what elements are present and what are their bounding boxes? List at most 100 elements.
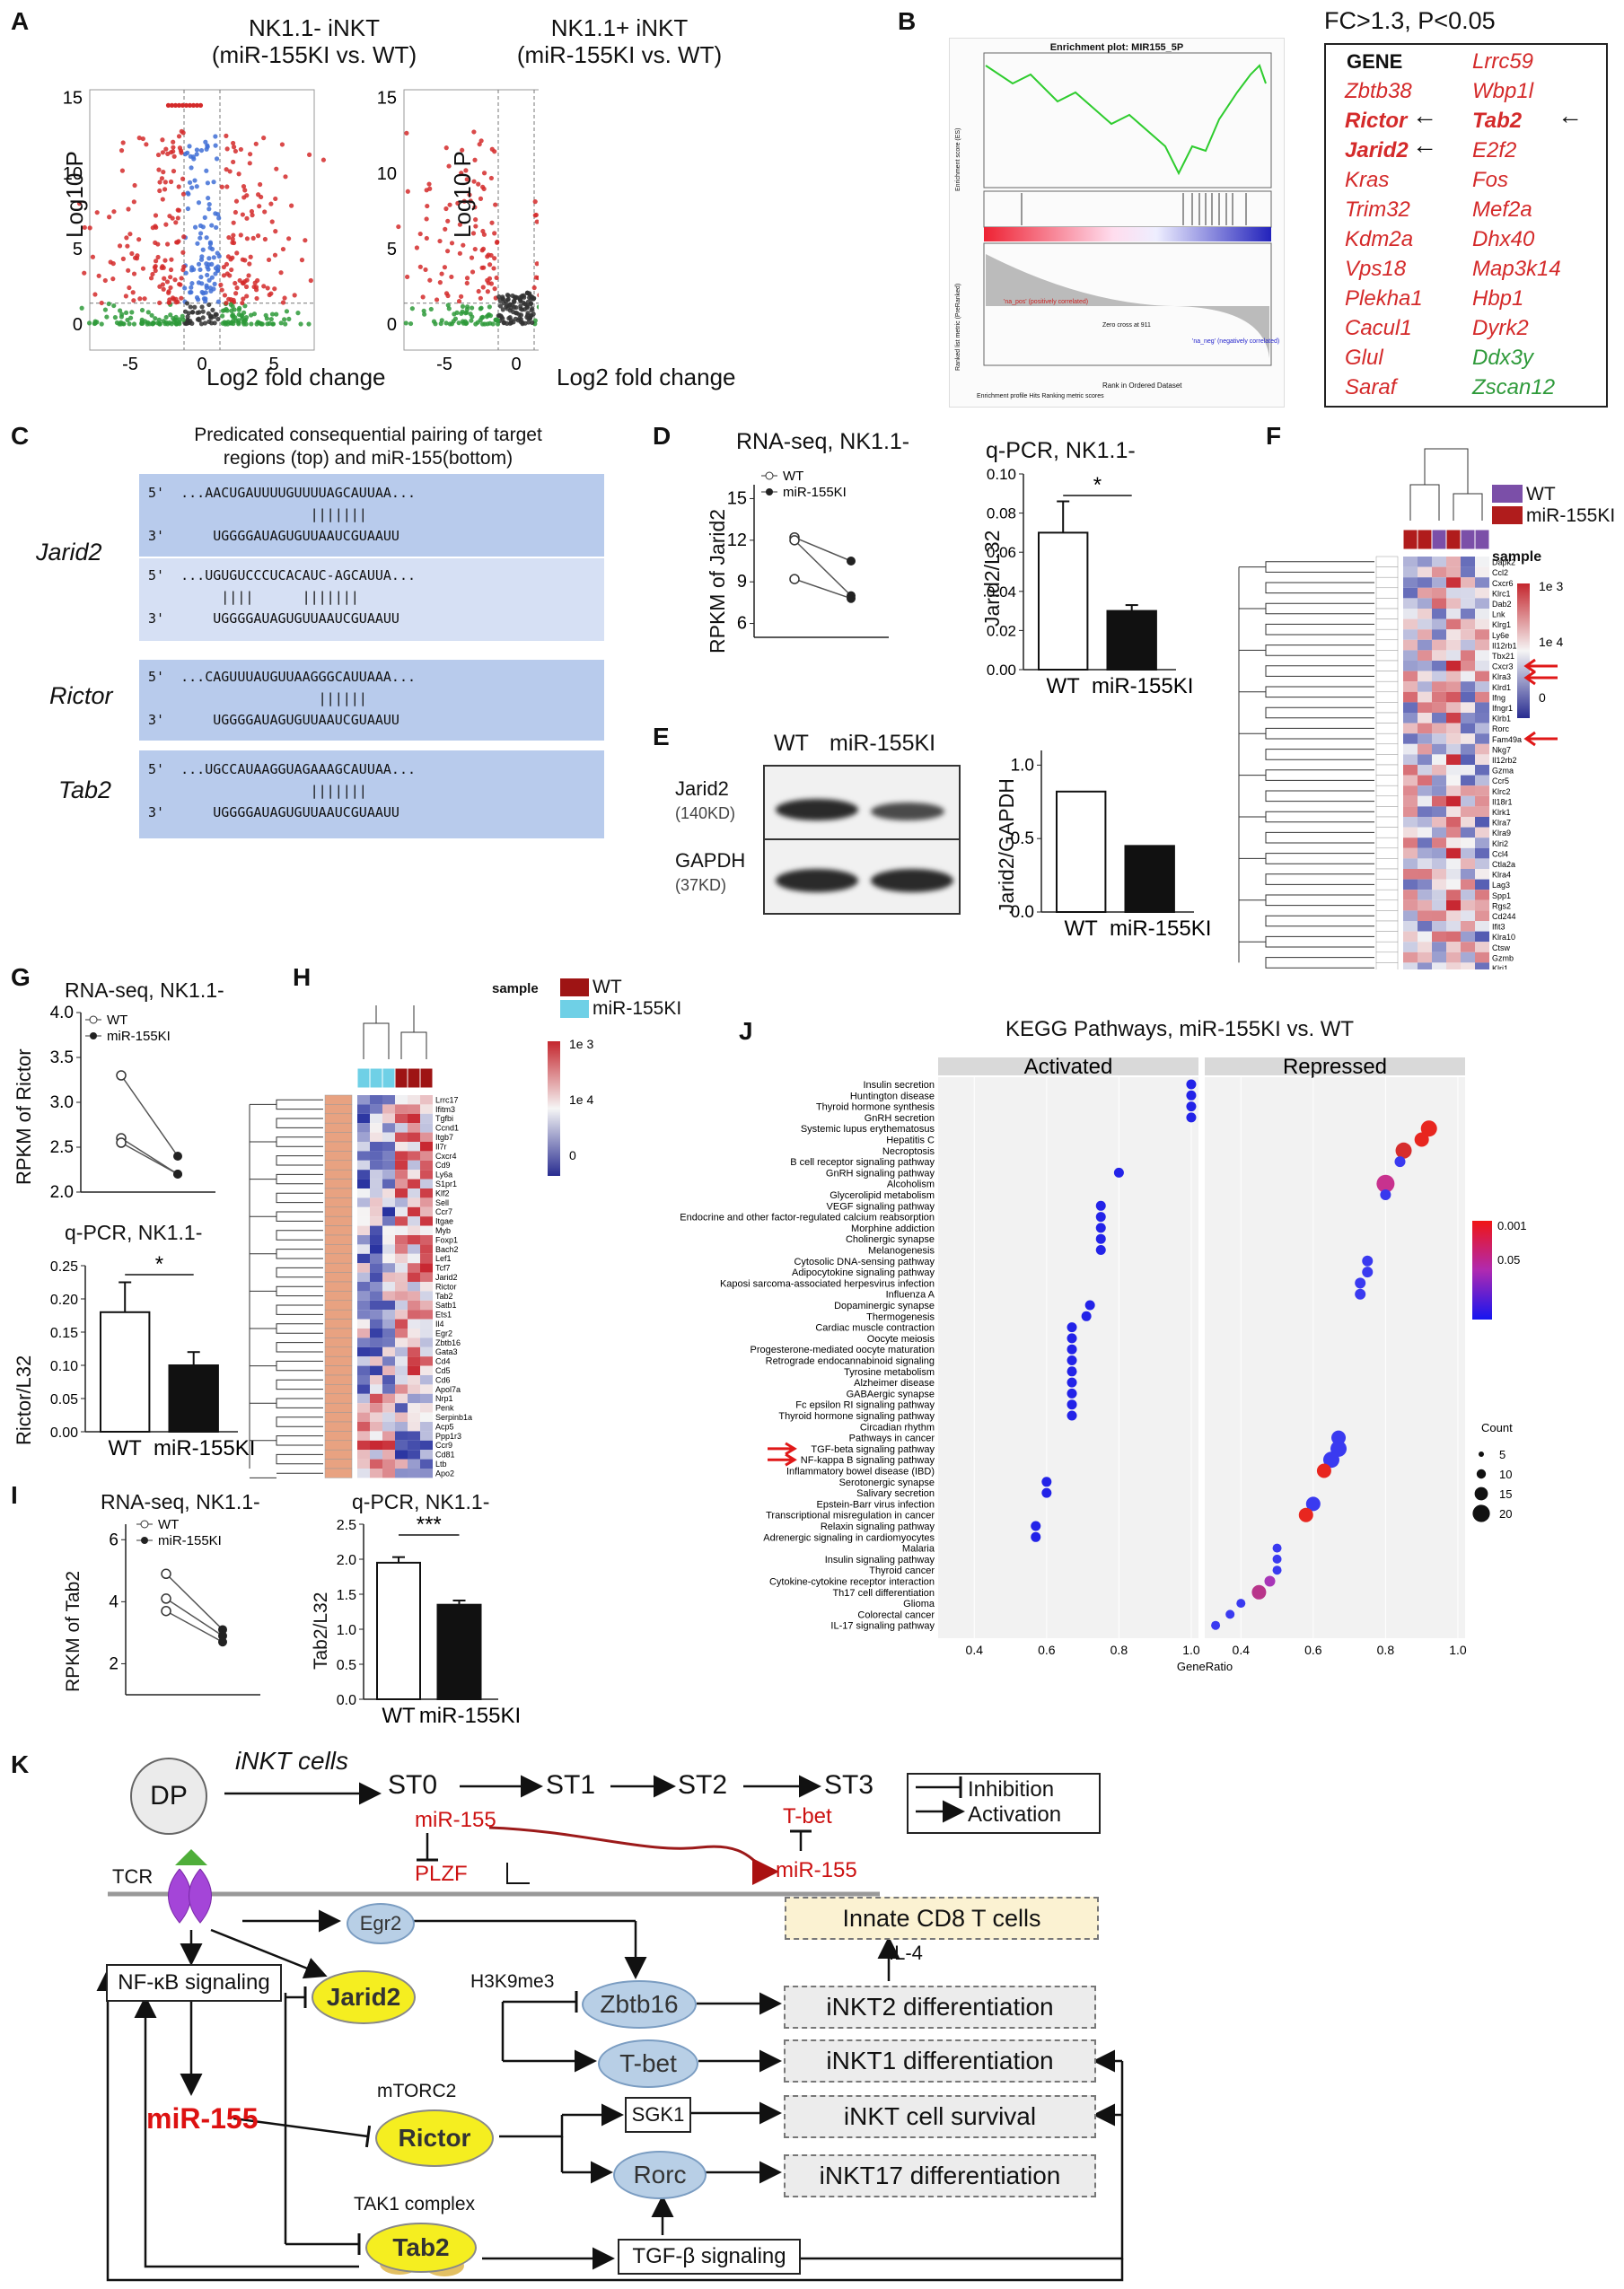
e-band2-kd: (37KD) bbox=[675, 876, 727, 894]
j-xtick: 0.4 bbox=[966, 1643, 984, 1657]
row-dendrogram bbox=[1265, 915, 1374, 927]
heat-gene-label: S1pr1 bbox=[435, 1180, 457, 1188]
volcano-point bbox=[163, 222, 169, 227]
color-scale-label: 1e 3 bbox=[1539, 579, 1563, 593]
volcano-point bbox=[197, 310, 202, 315]
f-legend-ki-swatch bbox=[1492, 506, 1523, 524]
k-survival: iNKT cell survival bbox=[784, 2095, 1096, 2138]
volcano-point bbox=[224, 133, 229, 138]
row-dendrogram bbox=[276, 1173, 323, 1185]
gene-left-saraf: Saraf bbox=[1345, 375, 1397, 399]
volcano-point bbox=[478, 138, 484, 144]
heat-gene-label: Klra9 bbox=[1492, 829, 1511, 838]
volcano-point bbox=[130, 290, 136, 295]
pairing-row-1-bottom: 3' UGGGGAUAGUGUUAAUCGUAAUU bbox=[148, 610, 399, 627]
volcano-point bbox=[231, 314, 236, 320]
gene-left-zbtb38: Zbtb38 bbox=[1345, 79, 1412, 103]
gene-right-dhx40: Dhx40 bbox=[1472, 227, 1535, 251]
row-annotation bbox=[324, 1206, 353, 1217]
heat-gene-label: Tcf7 bbox=[435, 1264, 451, 1273]
row-dendrogram bbox=[1265, 811, 1374, 823]
volcano-point bbox=[404, 130, 409, 136]
volcano-point bbox=[117, 243, 123, 249]
heat-gene-label: Klra4 bbox=[1492, 871, 1511, 880]
row-annotation bbox=[1375, 754, 1399, 766]
row-annotation bbox=[324, 1197, 353, 1208]
col-dendrogram bbox=[1409, 484, 1440, 521]
heat-cell bbox=[395, 1459, 408, 1469]
j-pathway-label: Melanogenesis bbox=[868, 1246, 935, 1257]
heat-cell bbox=[420, 1225, 433, 1235]
heat-cell bbox=[357, 1310, 370, 1320]
k-nfkb: NF-κB signaling bbox=[106, 1964, 282, 2002]
volcano-point bbox=[282, 295, 287, 301]
volcano-point bbox=[206, 196, 211, 201]
j-pathway-label: Colorectal cancer bbox=[857, 1609, 935, 1620]
heat-cell bbox=[357, 1095, 370, 1105]
volcano-point bbox=[119, 311, 125, 317]
row-annotation bbox=[1375, 712, 1399, 724]
volcano-point bbox=[123, 310, 129, 316]
volcano-point bbox=[427, 277, 433, 283]
heat-cell bbox=[1403, 962, 1418, 969]
heat-cell bbox=[1432, 598, 1446, 609]
j-pathway-label: GABAergic synapse bbox=[847, 1389, 935, 1399]
volcano-point bbox=[471, 129, 477, 135]
heat-cell bbox=[1403, 775, 1418, 786]
heat-cell bbox=[382, 1356, 395, 1366]
volcano-point bbox=[422, 311, 427, 317]
row-annotation bbox=[1375, 962, 1399, 969]
j-activated-dot bbox=[1041, 1477, 1052, 1487]
legend-ki-label: miR-155KI bbox=[158, 1533, 222, 1548]
gene-left-trim32: Trim32 bbox=[1345, 197, 1410, 222]
row-annotation bbox=[1375, 618, 1399, 630]
row-dendrogram bbox=[276, 1136, 323, 1147]
heat-cell bbox=[1446, 890, 1461, 900]
heat-cell bbox=[1432, 962, 1446, 969]
volcano-point bbox=[267, 292, 272, 298]
heat-cell bbox=[1432, 702, 1446, 713]
volcano-point bbox=[459, 311, 464, 316]
f-legend-wt: WT bbox=[1526, 484, 1556, 504]
volcano-point bbox=[468, 198, 473, 204]
volcano-point bbox=[207, 245, 213, 250]
heat-gene-label: Il7r bbox=[435, 1142, 447, 1151]
volcano-point bbox=[176, 184, 181, 189]
heat-cell bbox=[420, 1216, 433, 1226]
volcano-point bbox=[87, 225, 92, 231]
x-label-wt: WT bbox=[382, 1704, 416, 1728]
volcano-point bbox=[189, 281, 195, 286]
heat-cell bbox=[395, 1216, 408, 1226]
volcano-frame bbox=[89, 89, 315, 351]
legend-ki-label: miR-155KI bbox=[107, 1029, 171, 1044]
j-pathway-label: Inflammatory bowel disease (IBD) bbox=[786, 1467, 935, 1478]
ki-point bbox=[218, 1631, 227, 1641]
heat-gene-label: Itgae bbox=[435, 1217, 453, 1226]
heat-gene-label: Rorc bbox=[1492, 724, 1510, 733]
f-sample-label: sample bbox=[1492, 549, 1542, 565]
volcano-point bbox=[206, 206, 212, 212]
volcano-point bbox=[446, 163, 452, 169]
heat-cell bbox=[1432, 827, 1446, 838]
row-annotation bbox=[1375, 920, 1399, 932]
j-pathway-label: Kaposi sarcoma-associated herpesvirus in… bbox=[720, 1278, 935, 1289]
heat-cell bbox=[1446, 879, 1461, 890]
heat-cell bbox=[1461, 879, 1475, 890]
volcano-point bbox=[478, 305, 484, 311]
gsea-plot: Enrichment plot: MIR155_5P Rank in Order… bbox=[949, 38, 1285, 408]
heat-cell bbox=[1475, 587, 1489, 599]
heat-cell bbox=[1418, 785, 1432, 796]
volcano-point bbox=[295, 311, 301, 316]
volcano-point bbox=[476, 181, 481, 187]
k-mir155-rictor bbox=[233, 2117, 369, 2138]
gene-right-lrrc59: Lrrc59 bbox=[1472, 49, 1534, 74]
volcano-point bbox=[280, 300, 286, 305]
j-xlabel: GeneRatio bbox=[1177, 1660, 1233, 1673]
heat-cell bbox=[1403, 827, 1418, 838]
gene-left-kdm2a: Kdm2a bbox=[1345, 227, 1414, 251]
volcano-point bbox=[514, 311, 519, 316]
heat-cell bbox=[395, 1393, 408, 1404]
heat-cell bbox=[395, 1412, 408, 1422]
volcano-point bbox=[520, 320, 525, 325]
